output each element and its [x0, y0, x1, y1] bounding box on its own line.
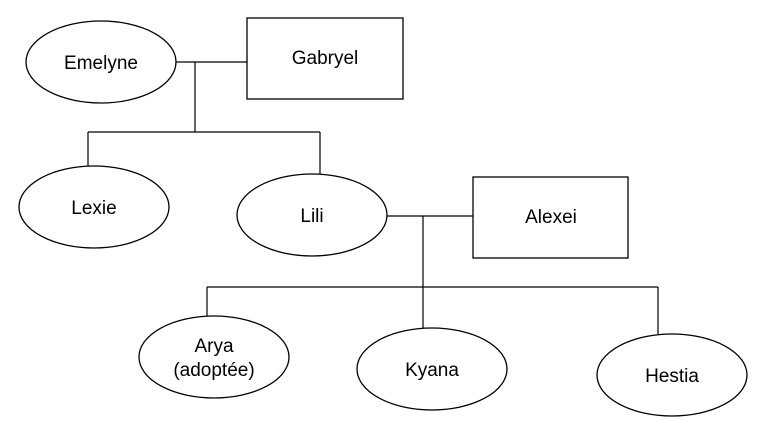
person-node-kyana: Kyana: [356, 327, 508, 411]
person-node-gabryel: Gabryel: [246, 17, 404, 100]
person-note: (adoptée): [173, 360, 254, 381]
person-name: Hestia: [645, 366, 699, 387]
person-ellipse: [25, 20, 177, 104]
person-ellipse: [356, 327, 508, 411]
person-node-arya: Arya (adoptée): [138, 315, 290, 399]
person-node-hestia: Hestia: [596, 333, 748, 417]
person-node-emelyne: Emelyne: [25, 20, 177, 104]
person-name: Kyana: [405, 360, 459, 381]
person-ellipse: [236, 173, 388, 257]
person-name: Gabryel: [292, 48, 359, 69]
person-node-lexie: Lexie: [18, 165, 170, 249]
person-rectangle: [246, 17, 404, 100]
person-name: Alexei: [525, 207, 577, 228]
person-rectangle: [472, 176, 629, 259]
person-node-alexei: Alexei: [472, 176, 629, 259]
person-ellipse: [596, 333, 748, 417]
person-node-lili: Lili: [236, 173, 388, 257]
person-name: Lexie: [71, 198, 116, 219]
person-name: Arya: [194, 336, 234, 357]
person-ellipse: [18, 165, 170, 249]
person-name: Emelyne: [64, 53, 138, 74]
person-ellipse: [138, 315, 290, 399]
connectors-lili-alexei: [206, 215, 659, 334]
person-name: Lili: [300, 206, 323, 227]
connectors-emelyne-gabryel: [87, 61, 321, 174]
